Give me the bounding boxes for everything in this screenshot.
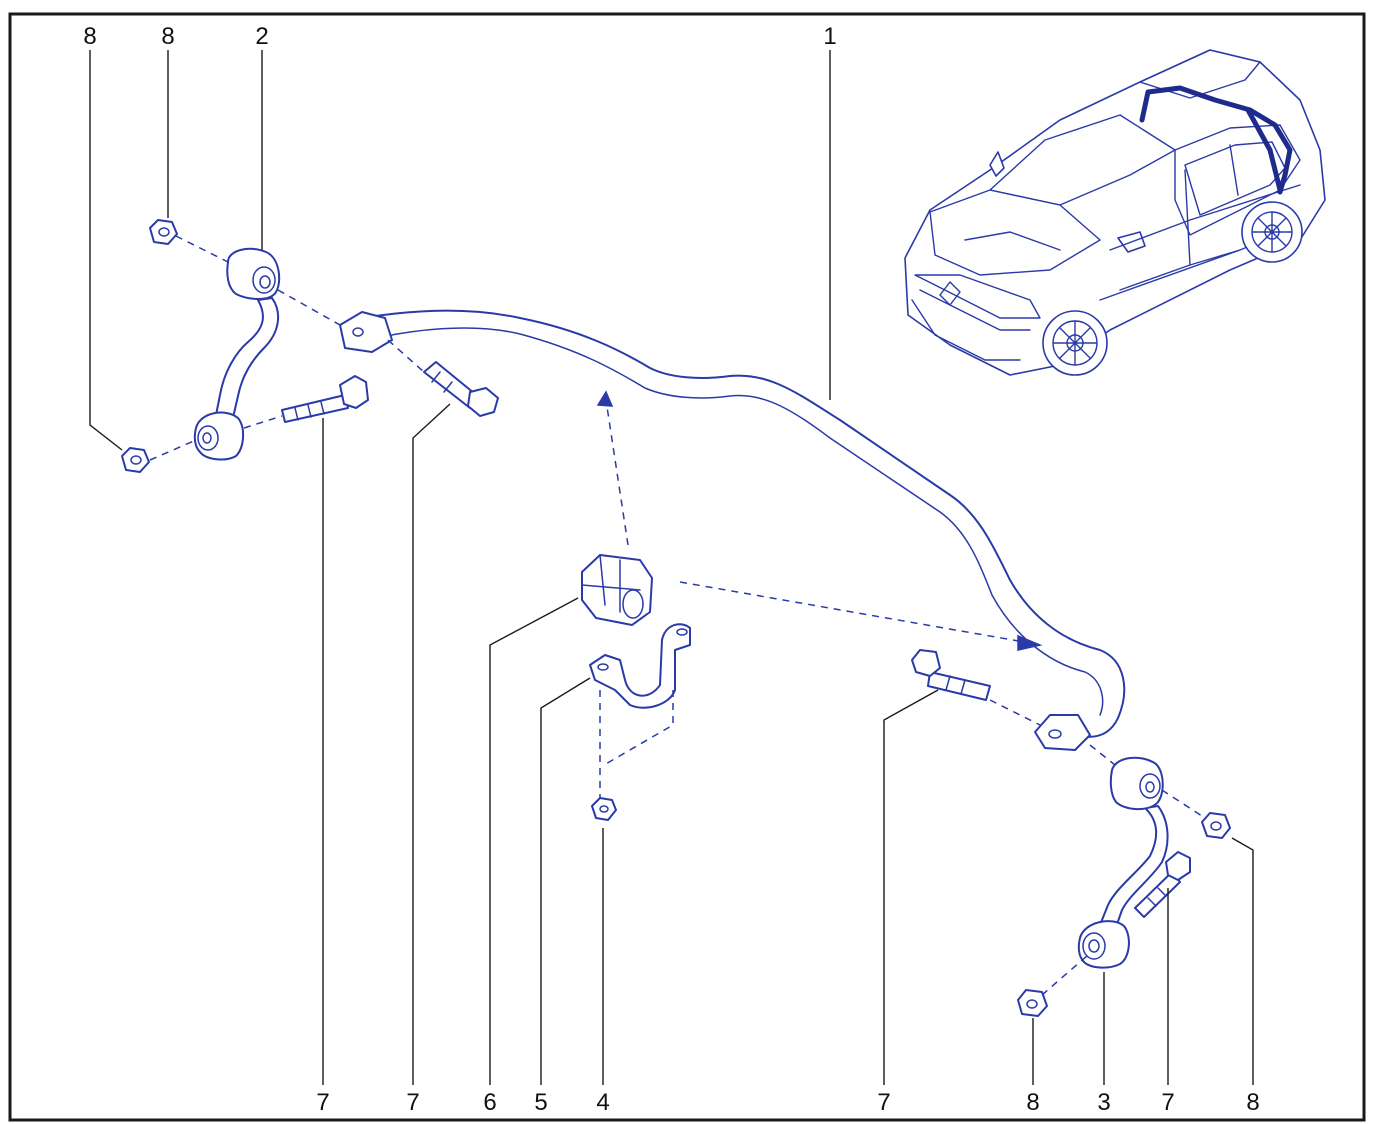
assembly-guide-lines: [149, 235, 1206, 996]
bolt-right-drop-link: [1134, 851, 1191, 918]
anti-roll-bar-bush: [581, 554, 653, 626]
callout-numbers: 8 8 2 1 7 7 6 5 4 7 8 3 7 8: [83, 23, 1259, 1116]
callout-7-bottom-d: 7: [1161, 1089, 1174, 1116]
callout-7-bottom-c: 7: [877, 1089, 890, 1116]
callout-6-bottom: 6: [483, 1089, 496, 1116]
callout-7-bottom-b: 7: [406, 1089, 419, 1116]
nut-top-left: [149, 219, 178, 245]
vehicle-location-illustration: [904, 49, 1326, 376]
bolt-left-drop-link: [281, 375, 369, 423]
left-drop-link: [193, 247, 281, 461]
callout-5-bottom: 5: [534, 1089, 547, 1116]
anti-roll-bar: [339, 309, 1126, 751]
callout-8-bottom-a: 8: [1026, 1089, 1039, 1116]
callout-4-bottom: 4: [596, 1089, 609, 1116]
callout-3-bottom: 3: [1097, 1089, 1110, 1116]
nut-right-upper: [1201, 812, 1231, 839]
anti-roll-bar-left-eye: [339, 311, 393, 353]
callout-8-top-left: 8: [83, 23, 96, 50]
leader-lines: [89, 50, 1254, 1085]
callout-8-bottom-b: 8: [1246, 1089, 1259, 1116]
diagram-frame: [8, 12, 1366, 1122]
callout-7-bottom-a: 7: [316, 1089, 329, 1116]
callout-1-top: 1: [823, 23, 836, 50]
bolt-left-bar-eye: [423, 361, 499, 417]
nut-right-lower: [1017, 989, 1048, 1017]
anti-roll-bar-clamp: [589, 623, 691, 709]
nut-left-lower: [121, 447, 150, 473]
callout-8-top-mid: 8: [161, 23, 174, 50]
anti-roll-bar-right-eye: [1034, 714, 1091, 751]
bolt-right-bar-eye: [911, 649, 991, 701]
callout-2-top: 2: [255, 23, 268, 50]
right-drop-link: [1077, 756, 1169, 969]
clamp-nut: [591, 797, 617, 821]
